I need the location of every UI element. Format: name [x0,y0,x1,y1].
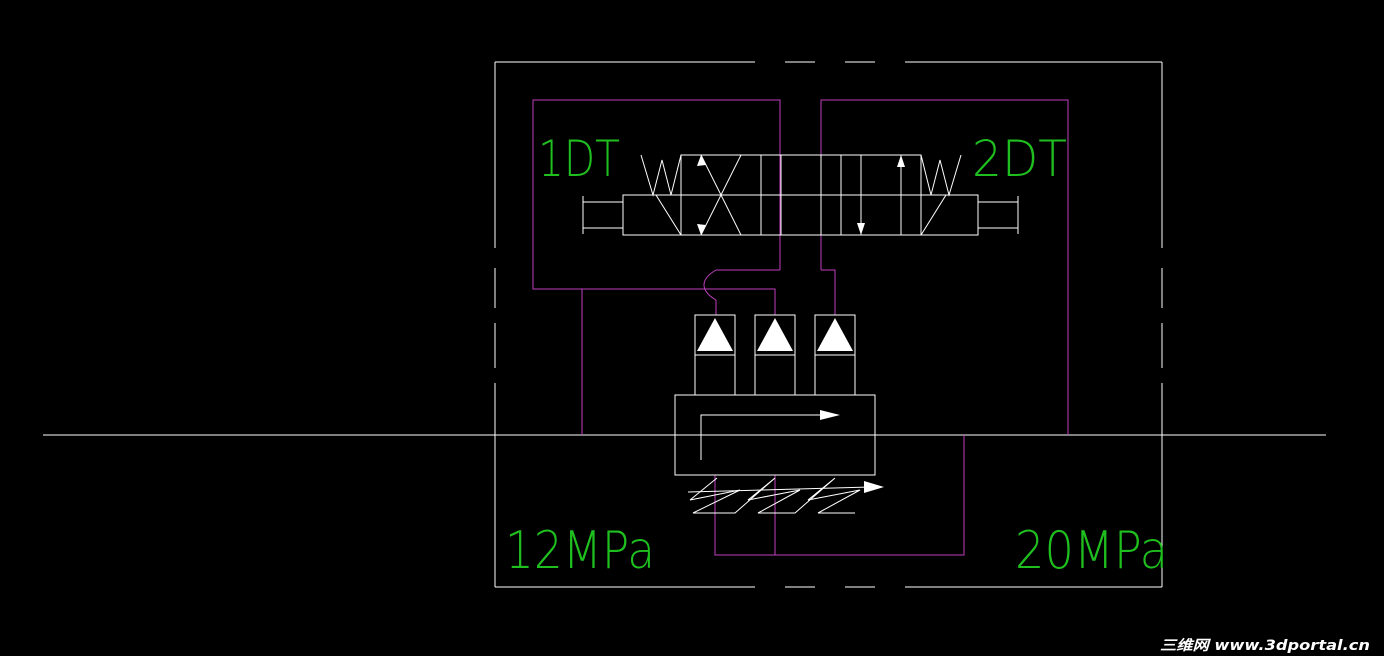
watermark-text: 三维网 www.3dportal.cn [1160,637,1370,654]
adjustable-spring [687,477,871,514]
enclosure-boundary [494,61,1163,588]
directional-valve [582,154,1019,236]
check-valve-arrows [697,318,853,351]
pressure-label-right: 20MPa [1015,521,1168,581]
relief-valve [674,394,876,476]
relief-flow-arrow [820,410,840,420]
solenoid-label-right: 2DT [972,130,1067,188]
pressure-label-left: 12MPa [505,521,655,581]
pipe-lines [532,99,1069,556]
valve-flow-arrows [697,155,905,235]
spring-adjust-arrow [864,481,884,493]
solenoid-label-left: 1DT [538,130,620,188]
